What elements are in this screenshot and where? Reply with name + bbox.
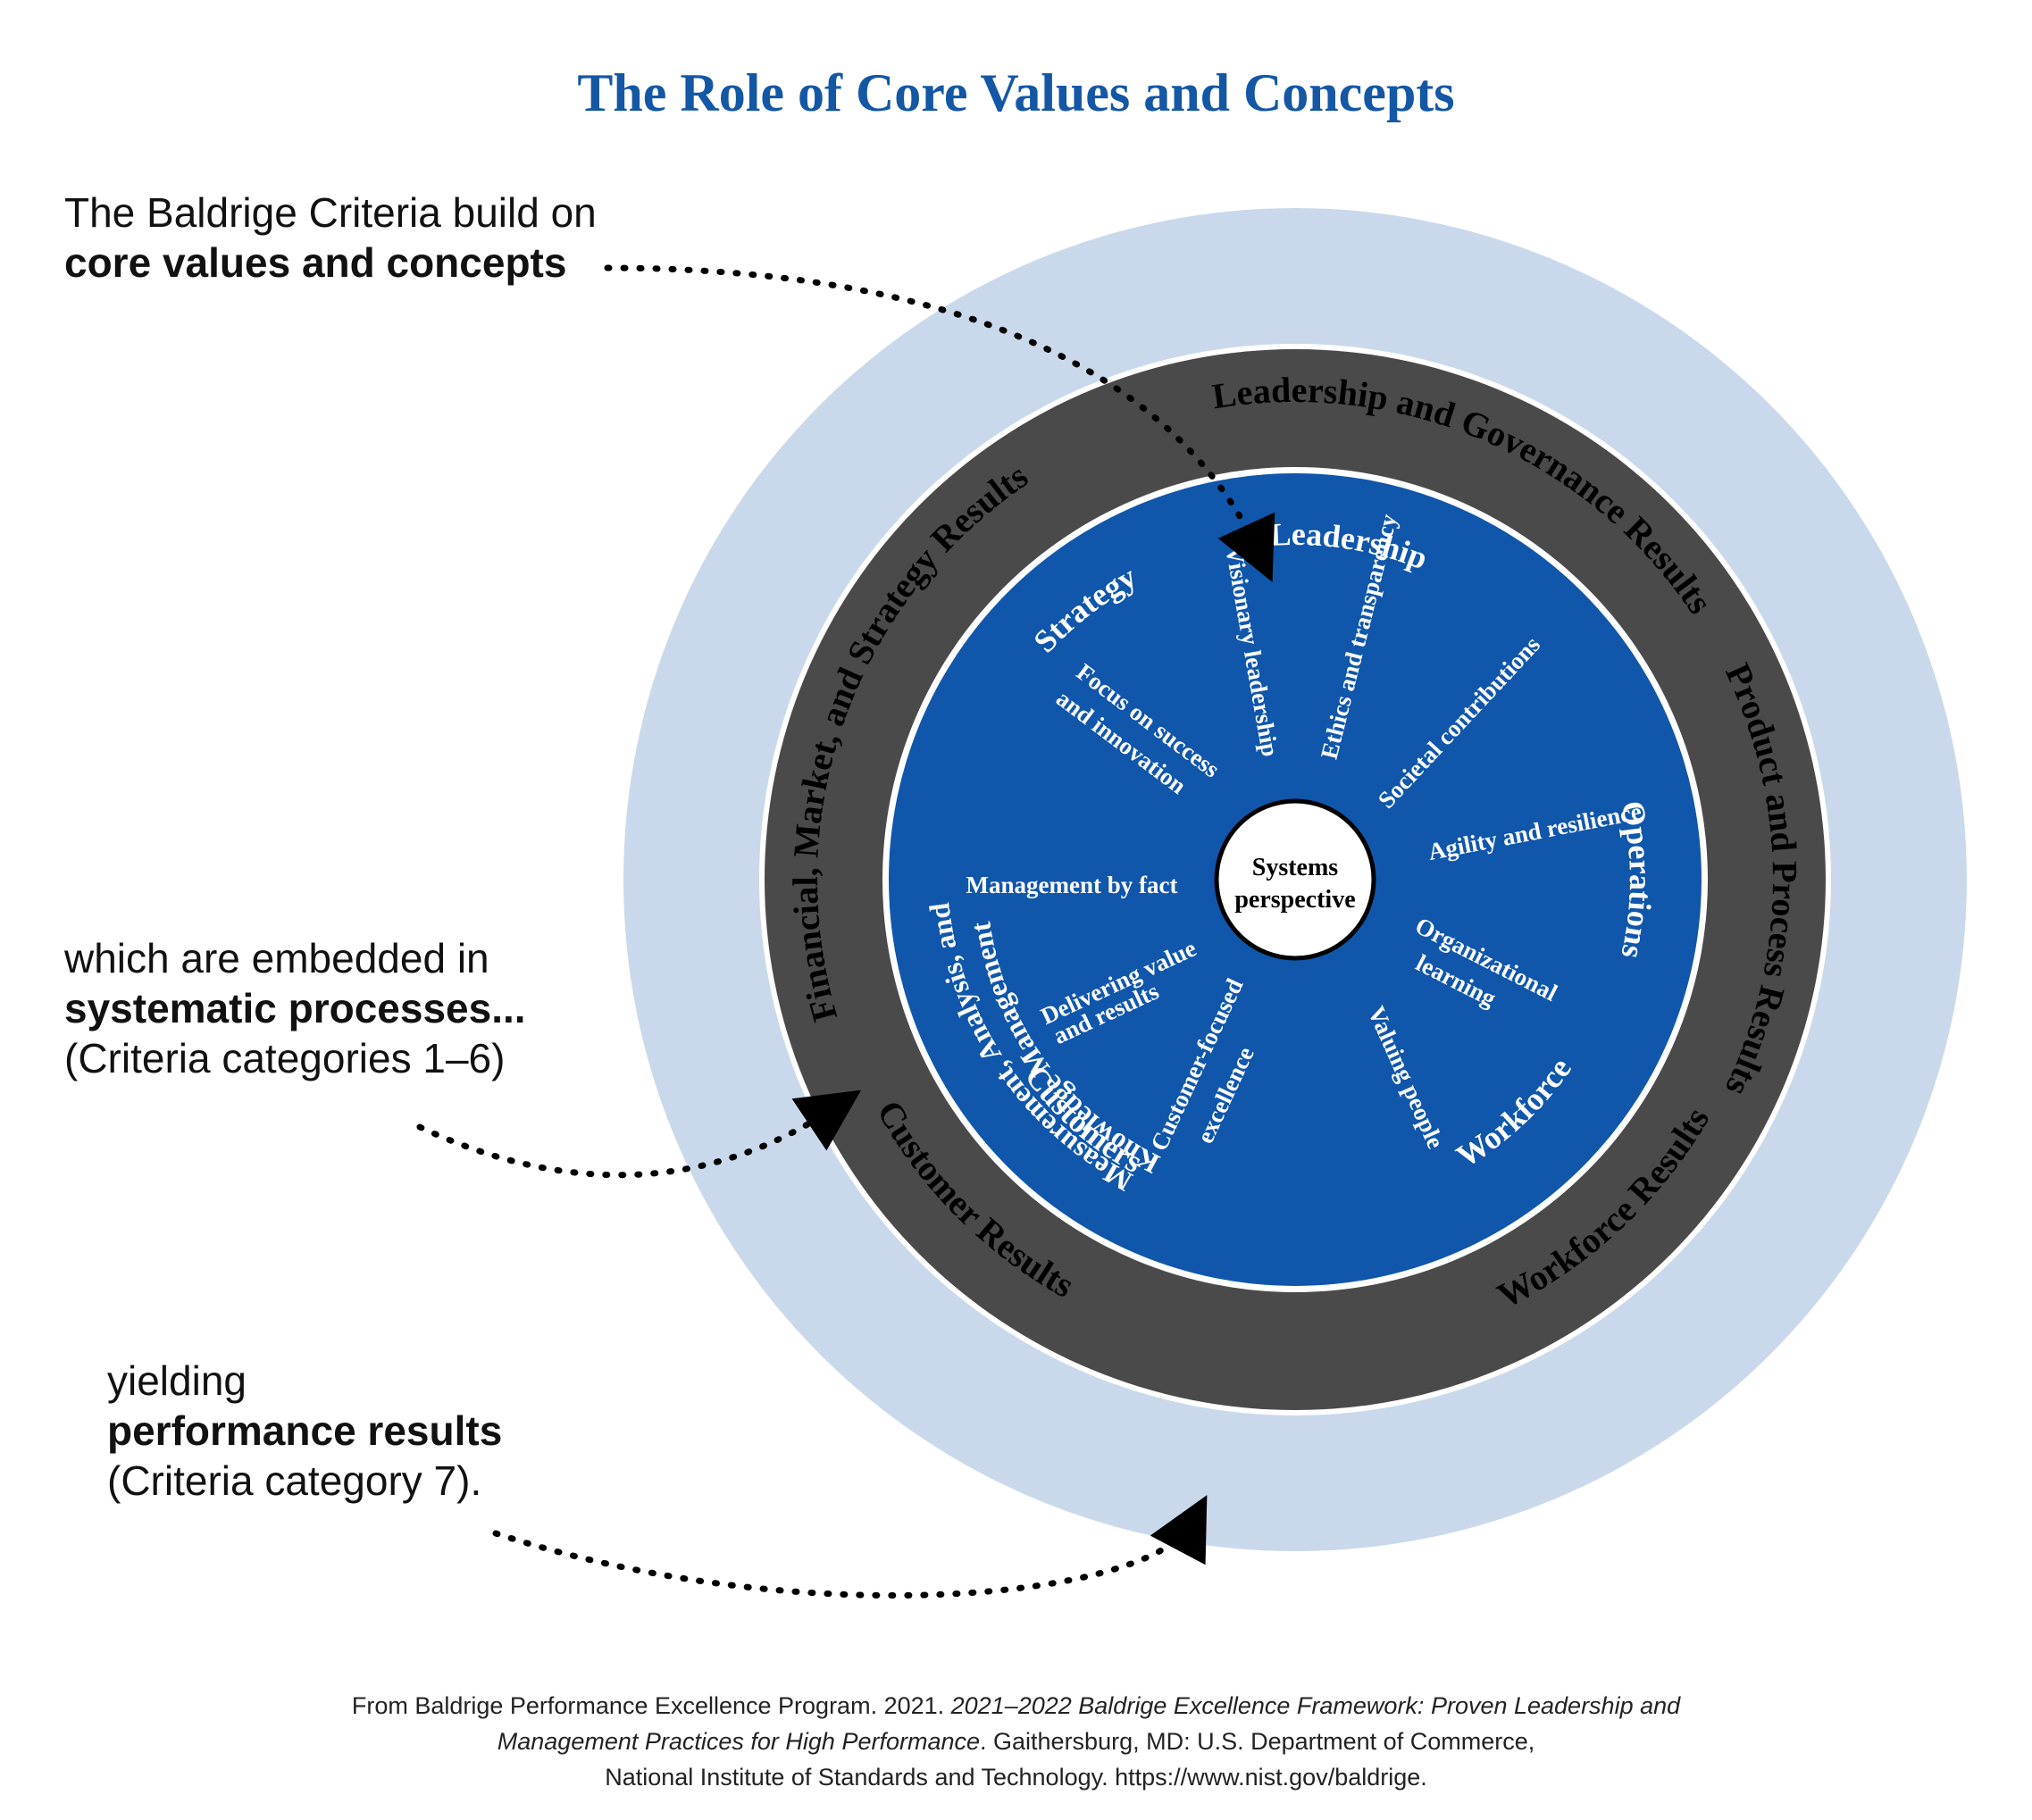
arrow-core-values (604, 264, 1275, 582)
arrow-systematic-processes (416, 1089, 862, 1179)
callout-results-note: (Criteria category 7). (107, 1457, 482, 1504)
callout-results-bold: performance results (107, 1407, 503, 1454)
citation-plain-2: . Gaithersburg, MD: U.S. Department of C… (980, 1728, 1535, 1755)
source-citation: From Baldrige Performance Excellence Pro… (0, 1688, 2032, 1795)
callout-processes-text: which are embedded in (64, 935, 489, 981)
callout-results-text: yielding (107, 1357, 247, 1404)
callout-systematic-processes: which are embedded in systematic process… (64, 933, 526, 1083)
core-value-management-by-fact: Management by fact (966, 872, 1178, 898)
citation-title-2: Management Practices for High Performanc… (497, 1728, 981, 1755)
arrow-performance-results (492, 1495, 1208, 1599)
callout-core-values-text: The Baldrige Criteria build on (64, 189, 597, 236)
page-title: The Role of Core Values and Concepts (577, 63, 1455, 122)
callout-processes-note: (Criteria categories 1–6) (64, 1035, 506, 1081)
callout-performance-results: yielding performance results (Criteria c… (107, 1356, 502, 1506)
citation-line3: National Institute of Standards and Tech… (605, 1764, 1427, 1791)
citation-title-1: 2021–2022 Baldrige Excellence Framework:… (950, 1692, 1681, 1719)
center-label-line1: Systems (1252, 854, 1339, 881)
citation-line1: From Baldrige Performance Excellence Pro… (0, 1688, 2032, 1724)
citation-line2: Management Practices for High Performanc… (0, 1724, 2032, 1759)
citation-plain-1: From Baldrige Performance Excellence Pro… (351, 1692, 951, 1719)
callout-core-values: The Baldrige Criteria build on core valu… (64, 188, 597, 288)
center-label-line2: perspective (1234, 886, 1355, 914)
callout-processes-bold: systematic processes... (64, 985, 526, 1031)
systems-perspective-circle (1214, 798, 1376, 961)
callout-core-values-bold: core values and concepts (64, 239, 567, 286)
